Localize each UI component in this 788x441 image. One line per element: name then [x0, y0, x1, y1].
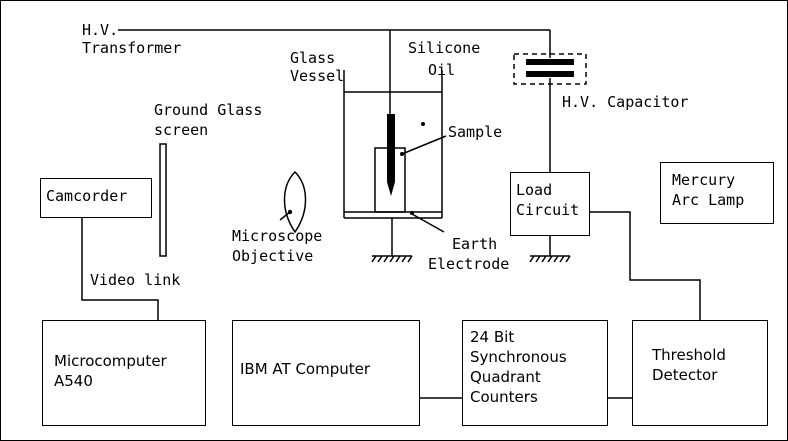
sample-pointer	[401, 135, 447, 155]
hv-transformer-label-1: H.V.	[82, 21, 119, 39]
load-circuit-label-1: Load	[516, 181, 553, 199]
microcomputer-label-2: A540	[54, 372, 93, 390]
microcomputer-box	[42, 320, 206, 426]
threshold-detector-box	[632, 320, 768, 426]
sample-dot	[400, 152, 404, 156]
counters-label-3: Quadrant	[470, 368, 541, 386]
load-ground-hatch	[529, 255, 571, 263]
counters-label-4: Counters	[470, 388, 538, 406]
silicone-oil-label-1: Silicone	[408, 39, 481, 57]
oil-droplet	[421, 122, 425, 126]
video-link-line	[81, 218, 159, 320]
capacitor-plate-bottom	[526, 71, 574, 77]
glass-vessel-label-2: Vessel	[290, 67, 345, 85]
lens-dot	[287, 209, 293, 215]
ground-glass-screen	[159, 143, 167, 257]
sample-label: Sample	[448, 123, 503, 141]
camcorder-box	[40, 178, 152, 218]
electrode-dot	[410, 211, 414, 215]
earth-electrode-label-2: Electrode	[428, 255, 510, 273]
threshold-label-1: Threshold	[652, 346, 726, 364]
hv-capacitor-label: H.V. Capacitor	[562, 93, 689, 111]
mercury-lamp-box	[660, 162, 774, 224]
threshold-label-2: Detector	[652, 366, 718, 384]
ground-glass-label-1: Ground Glass	[154, 101, 263, 119]
vessel-ground-hatch	[371, 255, 413, 263]
counters-label-1: 24 Bit	[470, 328, 515, 346]
ibm-computer-label: IBM AT Computer	[240, 360, 371, 378]
mercury-lamp-label-1: Mercury	[672, 171, 736, 189]
load-circuit-label-2: Circuit	[516, 201, 580, 219]
load-to-threshold-line	[590, 211, 701, 320]
mercury-lamp-label-2: Arc Lamp	[672, 191, 745, 209]
load-circuit-box	[510, 172, 590, 236]
microscope-label-1: Microscope	[232, 227, 323, 245]
hv-transformer-label-2: Transformer	[82, 39, 182, 57]
ground-glass-label-2: screen	[154, 121, 209, 139]
microscope-label-2: Objective	[232, 247, 314, 265]
earth-electrode-label-1: Earth	[452, 235, 498, 253]
glass-vessel-label-1: Glass	[290, 49, 336, 67]
microcomputer-label-1: Microcomputer	[54, 352, 167, 370]
video-link-label: Video link	[90, 271, 181, 289]
camcorder-label: Camcorder	[46, 187, 128, 205]
ibm-computer-box	[232, 320, 420, 426]
silicone-oil-label-2: Oil	[428, 61, 456, 79]
needle-electrode	[387, 114, 395, 196]
earth-electrode-pointer	[411, 213, 445, 233]
counters-label-2: Synchronous	[470, 348, 567, 366]
microscope-lens	[283, 170, 307, 234]
capacitor-plate-top	[526, 59, 574, 65]
counters-box	[462, 320, 608, 426]
